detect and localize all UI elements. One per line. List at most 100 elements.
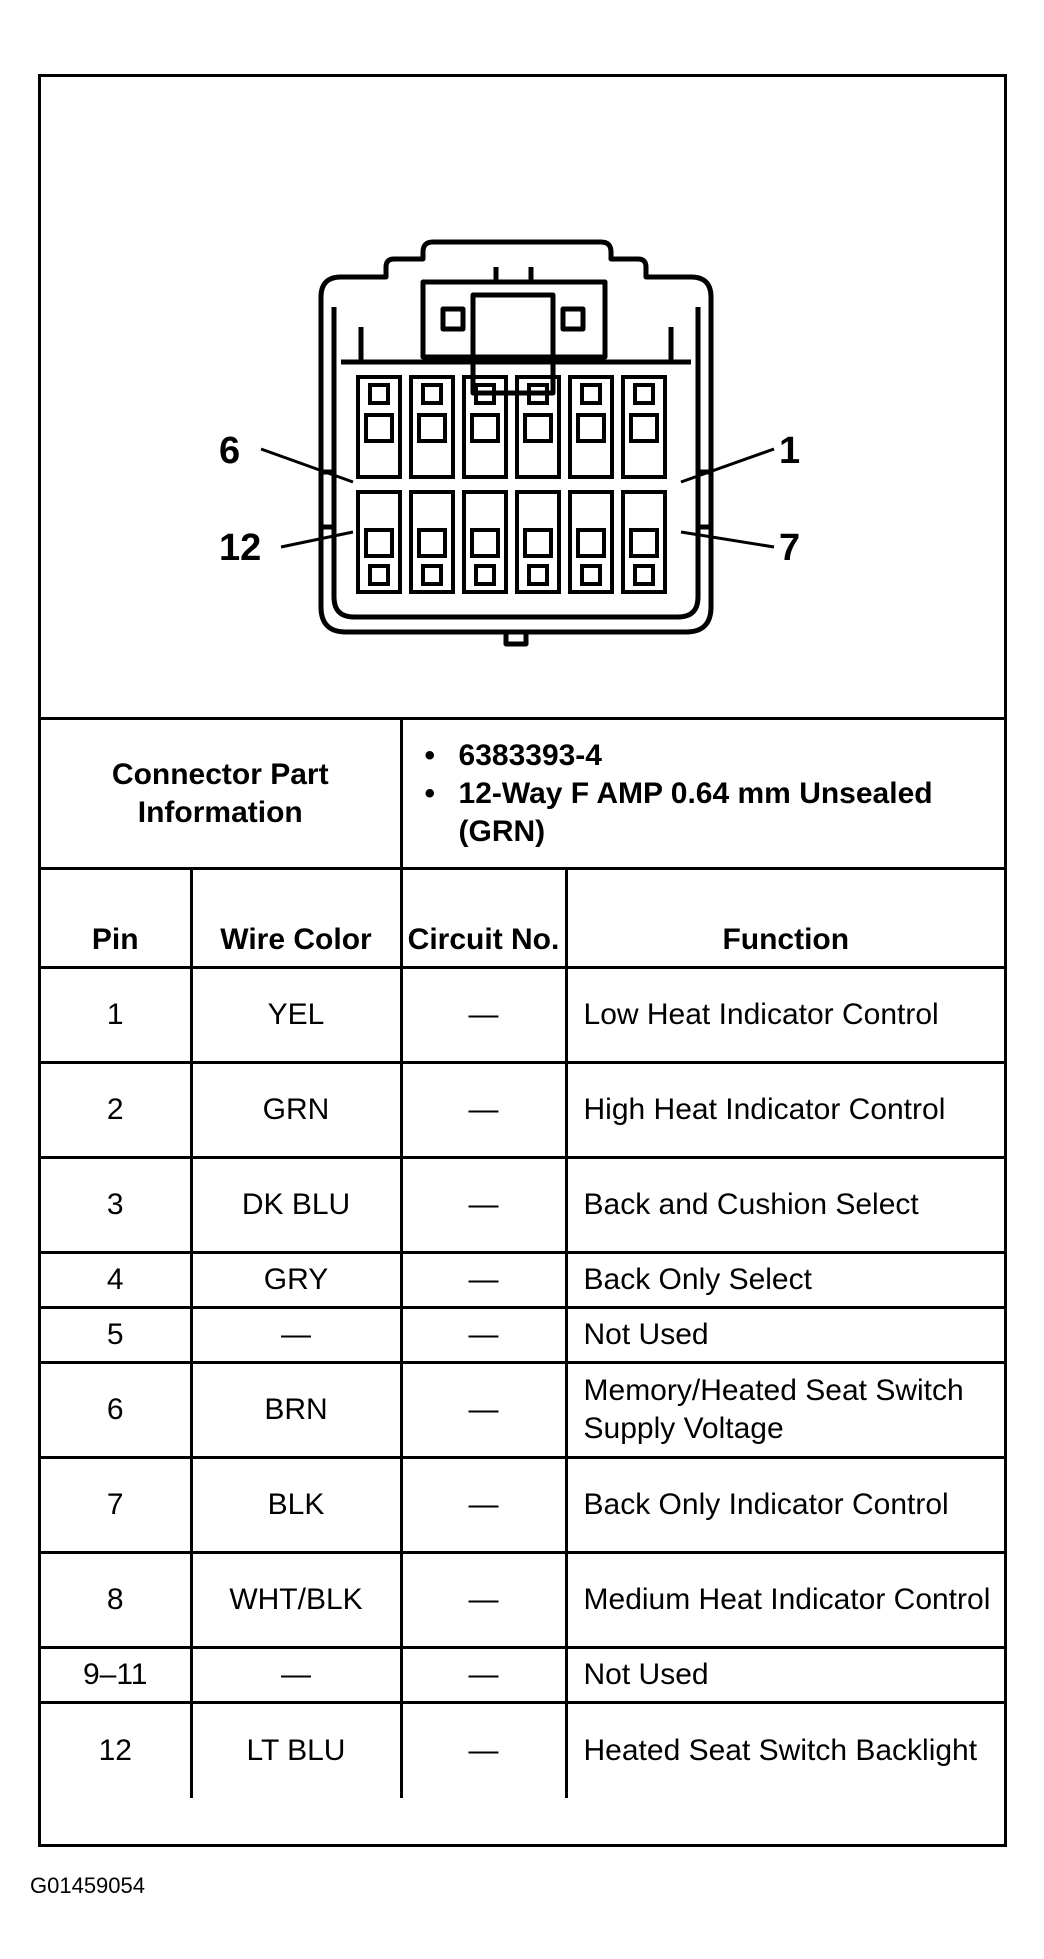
pin-terminal: [364, 528, 394, 558]
wire-color-cell: YEL: [189, 966, 403, 1064]
pin-cavity: [409, 490, 455, 594]
pin-cavity: [515, 375, 561, 479]
pin-latch-slot: [368, 383, 390, 405]
figure-id: G01459054: [30, 1873, 145, 1898]
pin-terminal: [470, 528, 500, 558]
circuit-cell: —: [399, 1456, 568, 1554]
pin-latch-slot: [474, 383, 496, 405]
pin-cell: 3: [41, 1156, 193, 1254]
bullet-icon: •: [424, 738, 436, 772]
pin-cell: 2: [41, 1061, 193, 1159]
wire-color-cell: DK BLU: [189, 1156, 403, 1254]
pin-cavity: [621, 375, 667, 479]
pin-cell: 12: [41, 1701, 193, 1798]
function-cell: Not Used: [564, 1646, 1005, 1704]
function-cell: Medium Heat Indicator Control: [564, 1551, 1005, 1649]
connector-info-row: Connector Part Information •6383393-4 •1…: [41, 717, 1005, 870]
pin-cavity: [568, 375, 614, 479]
function-cell: Memory/Heated Seat Switch Supply Voltage: [564, 1361, 1005, 1459]
function-cell: Back Only Select: [564, 1251, 1005, 1309]
bullet-icon: •: [424, 776, 436, 810]
function-cell: Not Used: [564, 1306, 1005, 1364]
circuit-cell: —: [399, 1156, 568, 1254]
pin-cavity: [462, 490, 508, 594]
table-row: 9–11——Not Used: [41, 1646, 1005, 1704]
function-cell: Heated Seat Switch Backlight: [564, 1701, 1005, 1798]
callout-pin-1: 1: [779, 430, 801, 472]
pin-terminal: [417, 413, 447, 443]
connector-info-label: Connector Part Information: [41, 717, 403, 870]
leader-6: [260, 447, 354, 484]
pin-cavity: [462, 375, 508, 479]
pin-cavity: [356, 375, 402, 479]
wire-color-cell: GRN: [189, 1061, 403, 1159]
pin-latch-slot: [474, 564, 496, 586]
connector-figure: 6 12 1 7 Connector Part Information •638…: [38, 74, 1007, 1847]
circuit-cell: —: [399, 1061, 568, 1159]
wire-color-cell: BLK: [189, 1456, 403, 1554]
header-circuit-no: Circuit No.: [399, 867, 568, 968]
function-cell: Back Only Indicator Control: [564, 1456, 1005, 1554]
pin-terminal: [364, 413, 394, 443]
pin-latch-slot: [527, 564, 549, 586]
pin-cell: 4: [41, 1251, 193, 1309]
circuit-cell: —: [399, 1251, 568, 1309]
pin-cell: 8: [41, 1551, 193, 1649]
pin-latch-slot: [421, 564, 443, 586]
pin-cavity: [515, 490, 561, 594]
pin-terminal: [470, 413, 500, 443]
pin-latch-slot: [368, 564, 390, 586]
leader-12: [280, 530, 354, 549]
pin-cavity: [356, 490, 402, 594]
header-wire-color: Wire Color: [189, 867, 403, 968]
pin-latch-slot: [580, 564, 602, 586]
table-row: 5——Not Used: [41, 1306, 1005, 1364]
function-cell: High Heat Indicator Control: [564, 1061, 1005, 1159]
pin-terminal: [629, 528, 659, 558]
pinout-table: Connector Part Information •6383393-4 •1…: [41, 717, 1005, 1798]
wire-color-cell: —: [189, 1646, 403, 1704]
callout-pin-7: 7: [779, 527, 801, 569]
callout-pin-6: 6: [219, 430, 241, 472]
pin-latch-slot: [580, 383, 602, 405]
pin-cavity: [621, 490, 667, 594]
wire-color-cell: GRY: [189, 1251, 403, 1309]
pin-terminal: [523, 413, 553, 443]
pin-latch-slot: [421, 383, 443, 405]
circuit-cell: —: [399, 1701, 568, 1798]
pin-terminal: [523, 528, 553, 558]
pin-cavity: [409, 375, 455, 479]
circuit-cell: —: [399, 1306, 568, 1364]
pin-terminal: [576, 413, 606, 443]
leader-1: [680, 447, 775, 484]
pin-latch-slot: [633, 383, 655, 405]
pin-cell: 7: [41, 1456, 193, 1554]
wire-color-cell: WHT/BLK: [189, 1551, 403, 1649]
connector-info-item: •6383393-4: [425, 737, 1005, 775]
circuit-cell: —: [399, 1551, 568, 1649]
circuit-cell: —: [399, 1646, 568, 1704]
pin-cell: 9–11: [41, 1646, 193, 1704]
header-function: Function: [564, 867, 1005, 968]
connector-info-list: •6383393-4 •12-Way F AMP 0.64 mm Unseale…: [399, 717, 1005, 870]
wire-color-cell: LT BLU: [189, 1701, 403, 1798]
wire-color-cell: —: [189, 1306, 403, 1364]
wire-color-cell: BRN: [189, 1361, 403, 1459]
callout-pin-12: 12: [219, 527, 262, 569]
pin-cell: 5: [41, 1306, 193, 1364]
pin-cavity: [568, 490, 614, 594]
pin-latch-slot: [527, 383, 549, 405]
function-cell: Back and Cushion Select: [564, 1156, 1005, 1254]
pin-cell: 1: [41, 966, 193, 1064]
table-header-row: Pin Wire Color Circuit No. Function: [41, 867, 1005, 968]
function-cell: Low Heat Indicator Control: [564, 966, 1005, 1064]
pin-cell: 6: [41, 1361, 193, 1459]
circuit-cell: —: [399, 966, 568, 1064]
